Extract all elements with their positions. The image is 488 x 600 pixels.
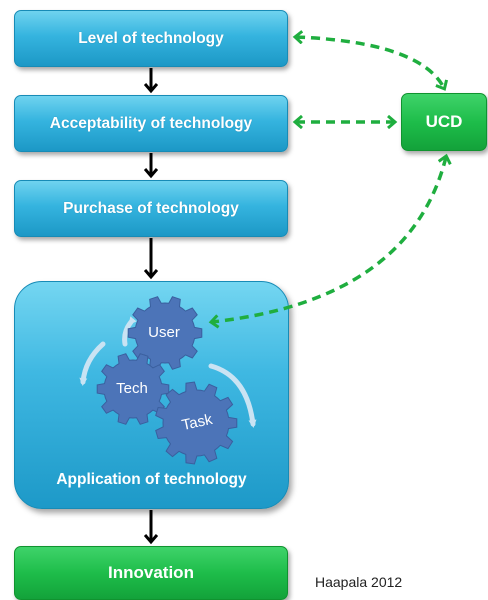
user-gear-icon bbox=[127, 296, 203, 370]
application-of-technology-label: Application of technology bbox=[56, 471, 247, 488]
ucd-box: UCD bbox=[401, 93, 487, 151]
purchase-of-technology-label: Purchase of technology bbox=[63, 199, 239, 217]
credit-text: Haapala 2012 bbox=[315, 574, 403, 590]
purchase-of-technology-box: Purchase of technology bbox=[14, 180, 288, 237]
application-of-technology-box: User Tech Task Application of technology bbox=[14, 281, 289, 509]
innovation-box: Innovation bbox=[14, 546, 288, 600]
acceptability-of-technology-box: Acceptability of technology bbox=[14, 95, 288, 152]
task-gear-icon bbox=[155, 381, 238, 465]
gear-task-label: Task bbox=[180, 411, 214, 434]
cycle-arrow-left bbox=[79, 341, 106, 386]
tech-gear-icon bbox=[96, 353, 170, 425]
acceptability-of-technology-label: Acceptability of technology bbox=[49, 114, 253, 132]
cycle-arrow-right bbox=[208, 363, 257, 428]
level-of-technology-label: Level of technology bbox=[78, 29, 224, 47]
ucd-label: UCD bbox=[425, 112, 463, 131]
cycle-arrow-top bbox=[122, 316, 137, 347]
gears-illustration: User Tech Task bbox=[79, 296, 257, 465]
gear-user-label: User bbox=[148, 324, 180, 341]
dashed-arrow-ucd-level bbox=[296, 37, 444, 88]
level-of-technology-box: Level of technology bbox=[14, 10, 288, 67]
innovation-label: Innovation bbox=[108, 563, 194, 582]
gear-tech-label: Tech bbox=[116, 380, 148, 397]
